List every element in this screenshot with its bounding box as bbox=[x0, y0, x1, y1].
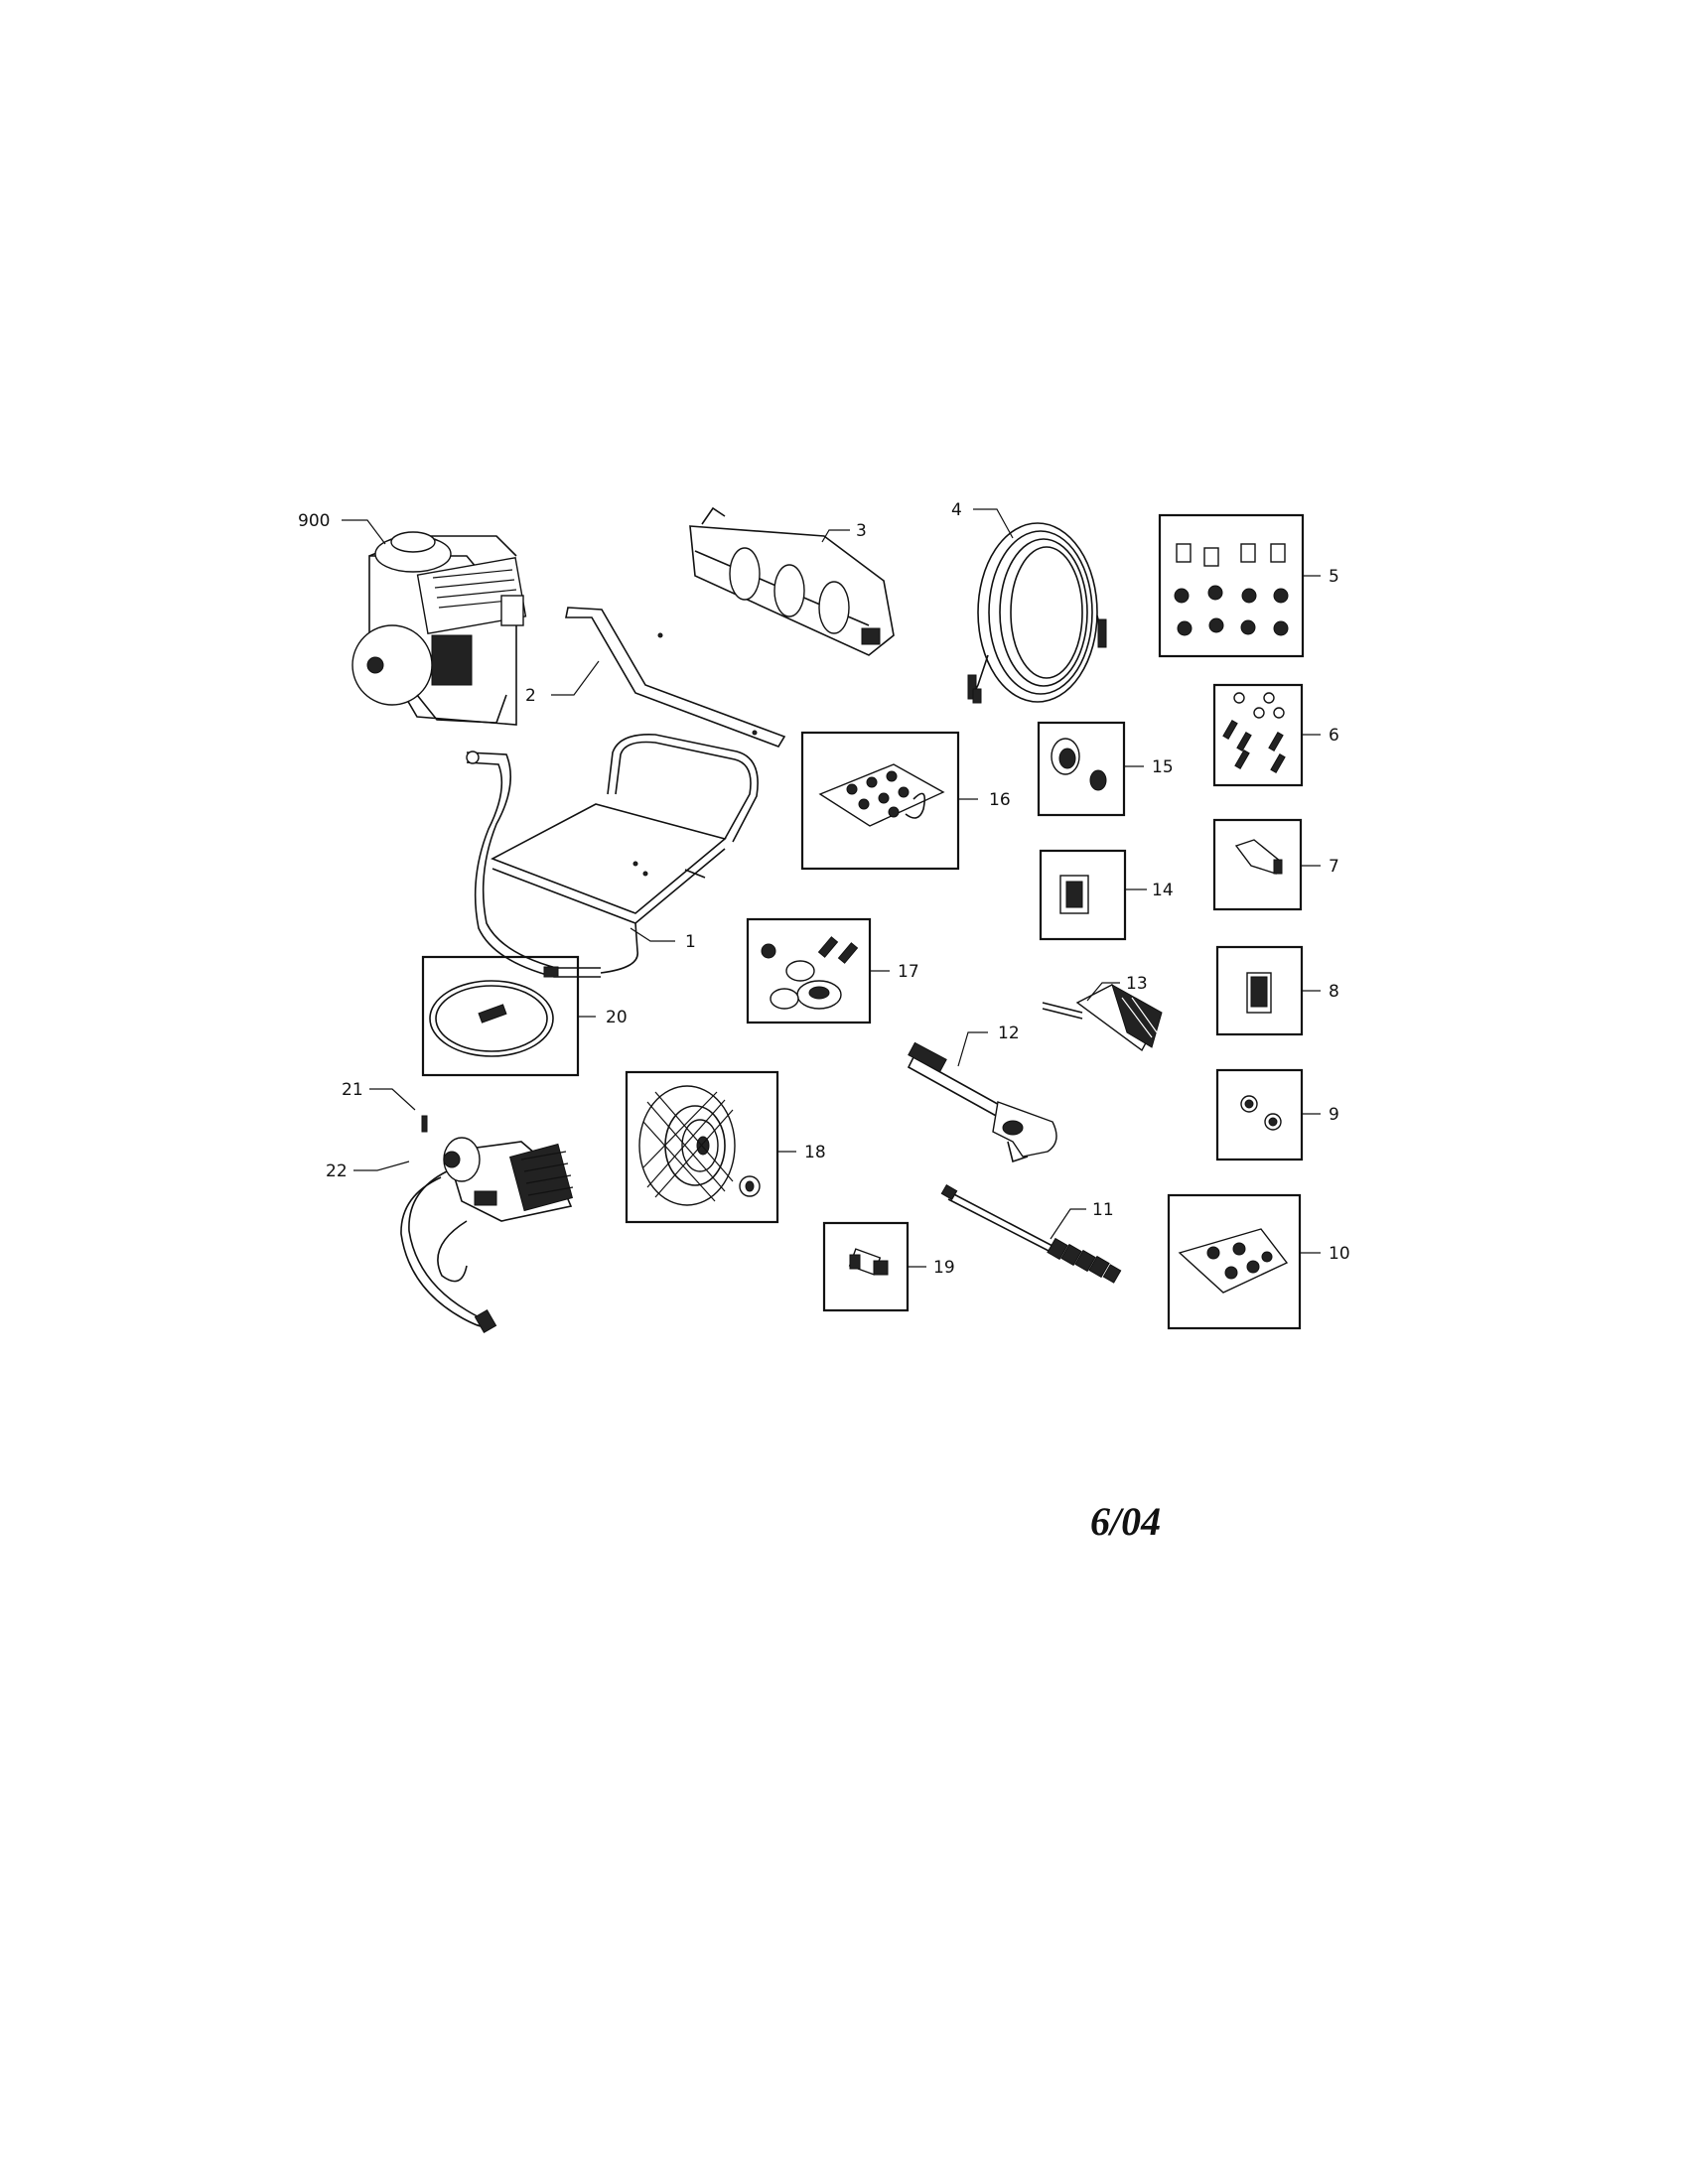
label-10: 10 bbox=[1329, 1244, 1350, 1264]
label-21: 21 bbox=[342, 1080, 363, 1100]
label-22: 22 bbox=[326, 1161, 348, 1181]
wheel-part bbox=[638, 1085, 761, 1206]
nozzle-7-part bbox=[1234, 839, 1283, 875]
label-9: 9 bbox=[1329, 1105, 1339, 1125]
label-8: 8 bbox=[1329, 982, 1339, 1002]
label-18: 18 bbox=[804, 1143, 826, 1162]
kit-14-box bbox=[1039, 849, 1127, 941]
label-19: 19 bbox=[933, 1258, 955, 1278]
kit-6-contents bbox=[1222, 692, 1286, 773]
hose-part bbox=[967, 522, 1107, 704]
label-5: 5 bbox=[1329, 567, 1339, 587]
pump-part bbox=[400, 1137, 574, 1333]
kit-15-contents bbox=[1051, 738, 1107, 791]
frame-part bbox=[466, 734, 759, 978]
label-17: 17 bbox=[898, 962, 919, 982]
label-2: 2 bbox=[525, 686, 536, 706]
hose-rack-part bbox=[689, 506, 895, 656]
label-14: 14 bbox=[1152, 881, 1174, 900]
kit-9-box bbox=[1215, 1068, 1304, 1161]
brace-part bbox=[565, 607, 786, 748]
brush-part bbox=[1042, 983, 1163, 1052]
valve-19-part bbox=[848, 1248, 889, 1276]
kit-7-box bbox=[1212, 818, 1303, 911]
engine-part bbox=[351, 531, 527, 726]
label-4: 4 bbox=[951, 500, 962, 520]
kit-5-box bbox=[1158, 513, 1305, 658]
kit-10-box bbox=[1167, 1193, 1302, 1330]
kit-5-contents bbox=[1174, 543, 1289, 636]
label-13: 13 bbox=[1126, 974, 1148, 994]
fitting-14-part bbox=[1059, 875, 1089, 914]
kit-18-box bbox=[625, 1070, 779, 1224]
coupler-8-part bbox=[1246, 972, 1272, 1014]
kit-10-contents bbox=[1178, 1228, 1289, 1294]
spray-gun-part bbox=[907, 1041, 1057, 1163]
kit-15-box bbox=[1037, 721, 1126, 817]
label-900: 900 bbox=[298, 511, 330, 531]
kit-16-box bbox=[800, 731, 960, 871]
label-12: 12 bbox=[998, 1024, 1020, 1043]
label-15: 15 bbox=[1152, 757, 1174, 777]
label-7: 7 bbox=[1329, 857, 1339, 877]
wand-part bbox=[940, 1183, 1122, 1284]
pin-part bbox=[421, 1115, 428, 1133]
label-16: 16 bbox=[989, 790, 1011, 810]
label-6: 6 bbox=[1329, 726, 1339, 746]
label-3: 3 bbox=[856, 521, 867, 541]
label-1: 1 bbox=[685, 932, 696, 952]
label-20: 20 bbox=[606, 1008, 628, 1027]
kit-17-contents bbox=[761, 936, 859, 1010]
kit-16-contents bbox=[818, 763, 945, 827]
kit-9-contents bbox=[1240, 1095, 1282, 1131]
kit-20-contents bbox=[429, 966, 559, 1057]
revision-date: 6/04 bbox=[1090, 1499, 1161, 1544]
label-11: 11 bbox=[1092, 1200, 1114, 1220]
